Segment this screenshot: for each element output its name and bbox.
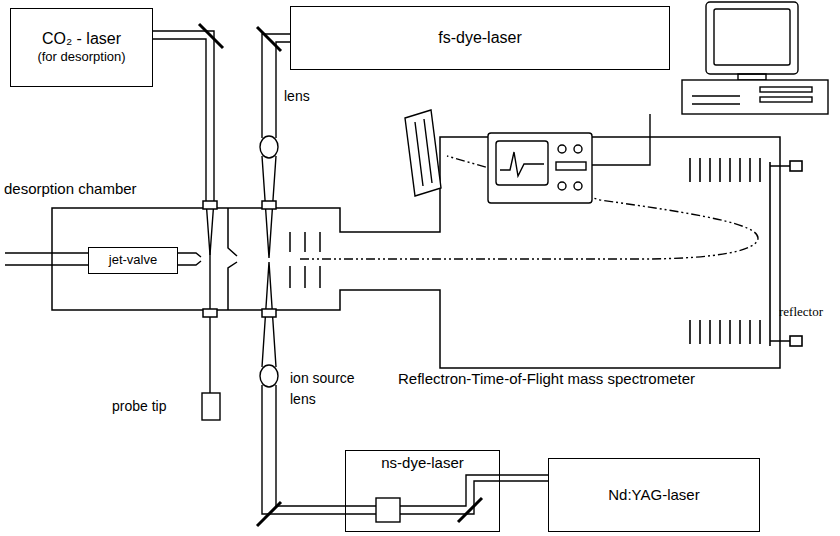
detector-plate [405, 110, 441, 196]
scope-trace [500, 152, 544, 176]
window [262, 201, 276, 209]
laser-box: ns-dye-laser [345, 450, 500, 532]
box-title: jet-valve [109, 252, 157, 268]
drive-slot [760, 97, 812, 102]
mirror [199, 24, 223, 48]
monitor [706, 2, 798, 74]
mirror [257, 502, 281, 526]
part-label: probe tip [112, 398, 166, 415]
box-subtitle: (for desorption) [37, 49, 125, 65]
connector-box [790, 161, 802, 171]
part-label: ion source [290, 370, 355, 387]
laser-box: fs-dye-laser [290, 6, 670, 70]
part-label: lens [284, 88, 310, 105]
chamber-label: desorption chamber [4, 180, 137, 198]
scope-screen [496, 141, 548, 185]
laser-beam [500, 475, 548, 481]
ns-beam [257, 262, 500, 526]
box-title: ns-dye-laser [381, 454, 464, 473]
part-label: lens [290, 391, 316, 408]
probe [202, 393, 220, 420]
laser-box: CO₂ - laser(for desorption) [10, 8, 153, 87]
beam-line [500, 474, 548, 475]
window [203, 201, 217, 209]
monitor-screen [714, 9, 790, 65]
mirror [458, 498, 482, 522]
mirror [257, 27, 281, 51]
case-detail [692, 96, 740, 104]
part-label: reflector [779, 304, 823, 320]
window [203, 309, 217, 317]
focus-line [262, 156, 276, 258]
fs-beam [257, 27, 290, 258]
scope-knob [574, 182, 582, 190]
reflector-rings [690, 320, 760, 344]
box-title: fs-dye-laser [438, 28, 522, 48]
beam-line [345, 481, 500, 514]
lens-symbol [260, 136, 278, 158]
oscilloscope-icon [488, 114, 650, 203]
focus-line [262, 262, 276, 367]
dye-cell [376, 498, 400, 522]
instrument-label: Reflectron-Time-of-Flight mass spectrome… [398, 370, 695, 388]
box-title: CO₂ - laser [42, 29, 121, 49]
gas-pipe [5, 253, 88, 265]
nozzle [178, 253, 201, 265]
connector-box [790, 336, 802, 346]
scope-knob [574, 145, 582, 153]
beam-line [276, 385, 345, 506]
scope-button [556, 162, 586, 170]
probe-tip [202, 393, 220, 420]
reflector-rings [690, 158, 760, 182]
lens-symbol [260, 365, 278, 387]
detector-grid [415, 119, 432, 186]
drive-slot [760, 87, 812, 92]
skimmer [228, 208, 237, 310]
signal-cable [592, 114, 650, 165]
beam-line [500, 480, 548, 481]
valve-box: jet-valve [88, 247, 178, 274]
beam-line [262, 385, 345, 514]
laser-box: Nd:YAG-laser [548, 458, 760, 532]
scope-knob [558, 182, 566, 190]
computer-icon [682, 2, 828, 114]
ion-optics [290, 232, 320, 288]
beam-line [153, 39, 210, 255]
box-title: Nd:YAG-laser [608, 486, 699, 505]
scope-body [488, 133, 592, 203]
computer-case [682, 80, 828, 114]
scope-knob [558, 145, 566, 153]
window [262, 309, 276, 317]
beam-line [262, 34, 290, 138]
beam-line [153, 31, 214, 393]
detector [405, 110, 441, 196]
monitor-stand [738, 74, 766, 80]
